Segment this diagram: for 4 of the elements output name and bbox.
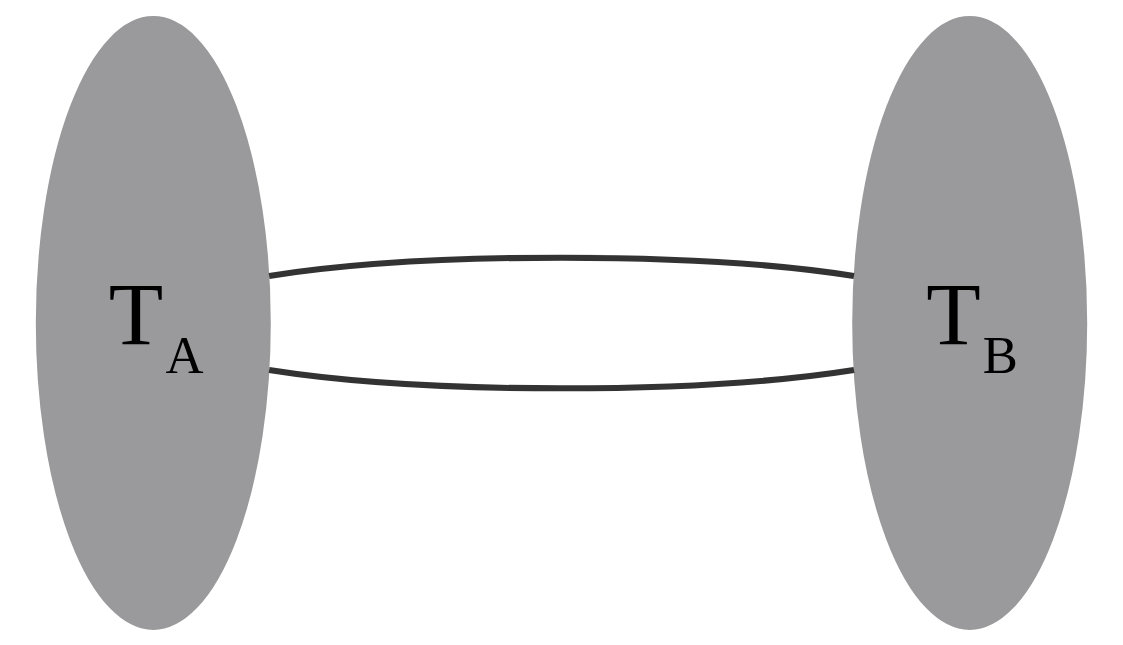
node-ellipse: T$_{A}$: [35, 15, 271, 630]
connector: [268, 254, 855, 279]
node-ellipse: T$_{B}$: [852, 15, 1088, 630]
connector: [268, 366, 855, 391]
